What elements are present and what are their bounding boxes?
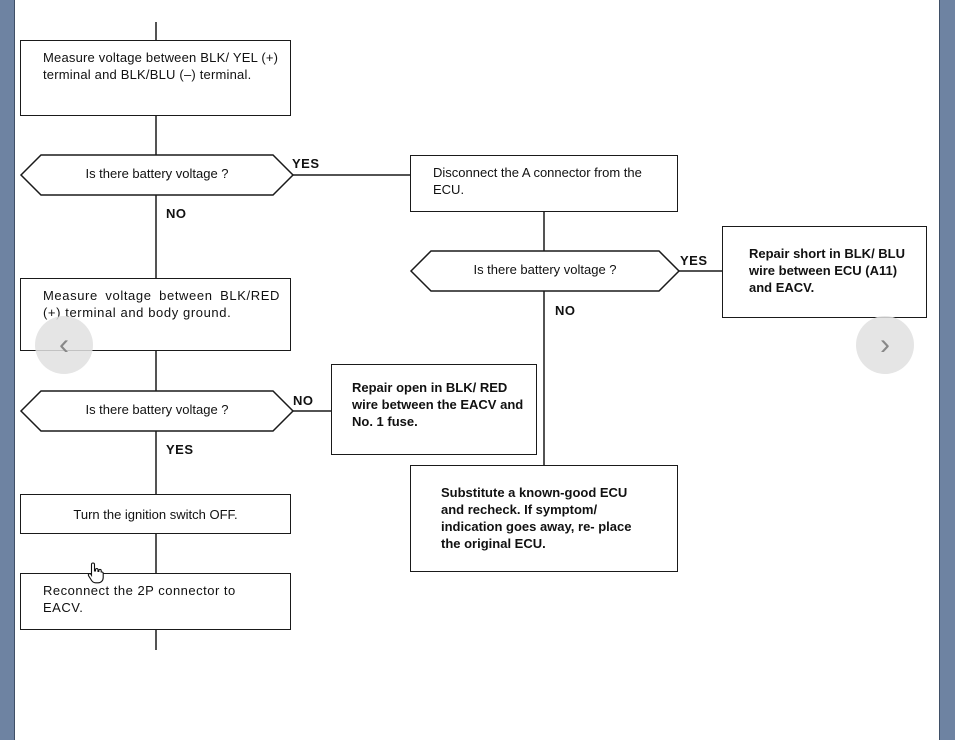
prev-page-button[interactable]: ‹	[35, 316, 93, 374]
step-disconnect-a: Disconnect the A connector from the ECU.	[410, 155, 678, 212]
step-repair-short-text: Repair short in BLK/ BLU wire between EC…	[749, 246, 906, 295]
branch-label-q3-yes: YES	[166, 442, 194, 457]
step-substitute-ecu-text: Substitute a known-good ECU and recheck.…	[441, 485, 632, 551]
document-page: Measure voltage between BLK/ YEL (+) ter…	[15, 0, 939, 740]
branch-label-q2-no: NO	[555, 303, 576, 318]
step-repair-short: Repair short in BLK/ BLU wire between EC…	[722, 226, 927, 318]
step-substitute-ecu: Substitute a known-good ECU and recheck.…	[410, 465, 678, 572]
step-measure-blk-red-text: Measure voltage between BLK/RED (+) term…	[43, 288, 280, 320]
flowchart-connectors	[19, 22, 722, 650]
step-ignition-off: Turn the ignition switch OFF.	[20, 494, 291, 534]
decision-shape	[19, 390, 295, 432]
window-frame-left	[0, 0, 15, 740]
decision-q2-text: Is there battery voltage ?	[473, 262, 617, 277]
branch-label-q1-yes: YES	[292, 156, 320, 171]
branch-label-q3-no: NO	[293, 393, 314, 408]
step-measure-blk-yel-text: Measure voltage between BLK/ YEL (+) ter…	[43, 50, 279, 82]
decision-q3-text: Is there battery voltage ?	[85, 402, 229, 417]
decision-q1-text: Is there battery voltage ?	[85, 166, 229, 181]
next-page-button[interactable]: ›	[856, 316, 914, 374]
step-measure-blk-yel: Measure voltage between BLK/ YEL (+) ter…	[20, 40, 291, 116]
branch-label-q2-yes: YES	[680, 253, 708, 268]
step-disconnect-a-text: Disconnect the A connector from the ECU.	[433, 165, 642, 197]
branch-label-q1-no: NO	[166, 206, 187, 221]
chevron-right-icon: ›	[880, 328, 890, 361]
step-reconnect-2p: Reconnect the 2P connector to EACV.	[20, 573, 291, 630]
step-ignition-off-text: Turn the ignition switch OFF.	[73, 506, 238, 522]
chevron-left-icon: ‹	[59, 328, 69, 361]
decision-shape	[19, 154, 295, 196]
decision-shape	[409, 250, 681, 292]
step-repair-open: Repair open in BLK/ RED wire between the…	[331, 364, 537, 455]
window-frame-right	[939, 0, 955, 740]
step-reconnect-2p-text: Reconnect the 2P connector to EACV.	[43, 583, 236, 615]
hand-pointer-icon	[87, 562, 104, 584]
step-measure-blk-red: Measure voltage between BLK/RED (+) term…	[20, 278, 291, 351]
step-repair-open-text: Repair open in BLK/ RED wire between the…	[352, 380, 524, 429]
